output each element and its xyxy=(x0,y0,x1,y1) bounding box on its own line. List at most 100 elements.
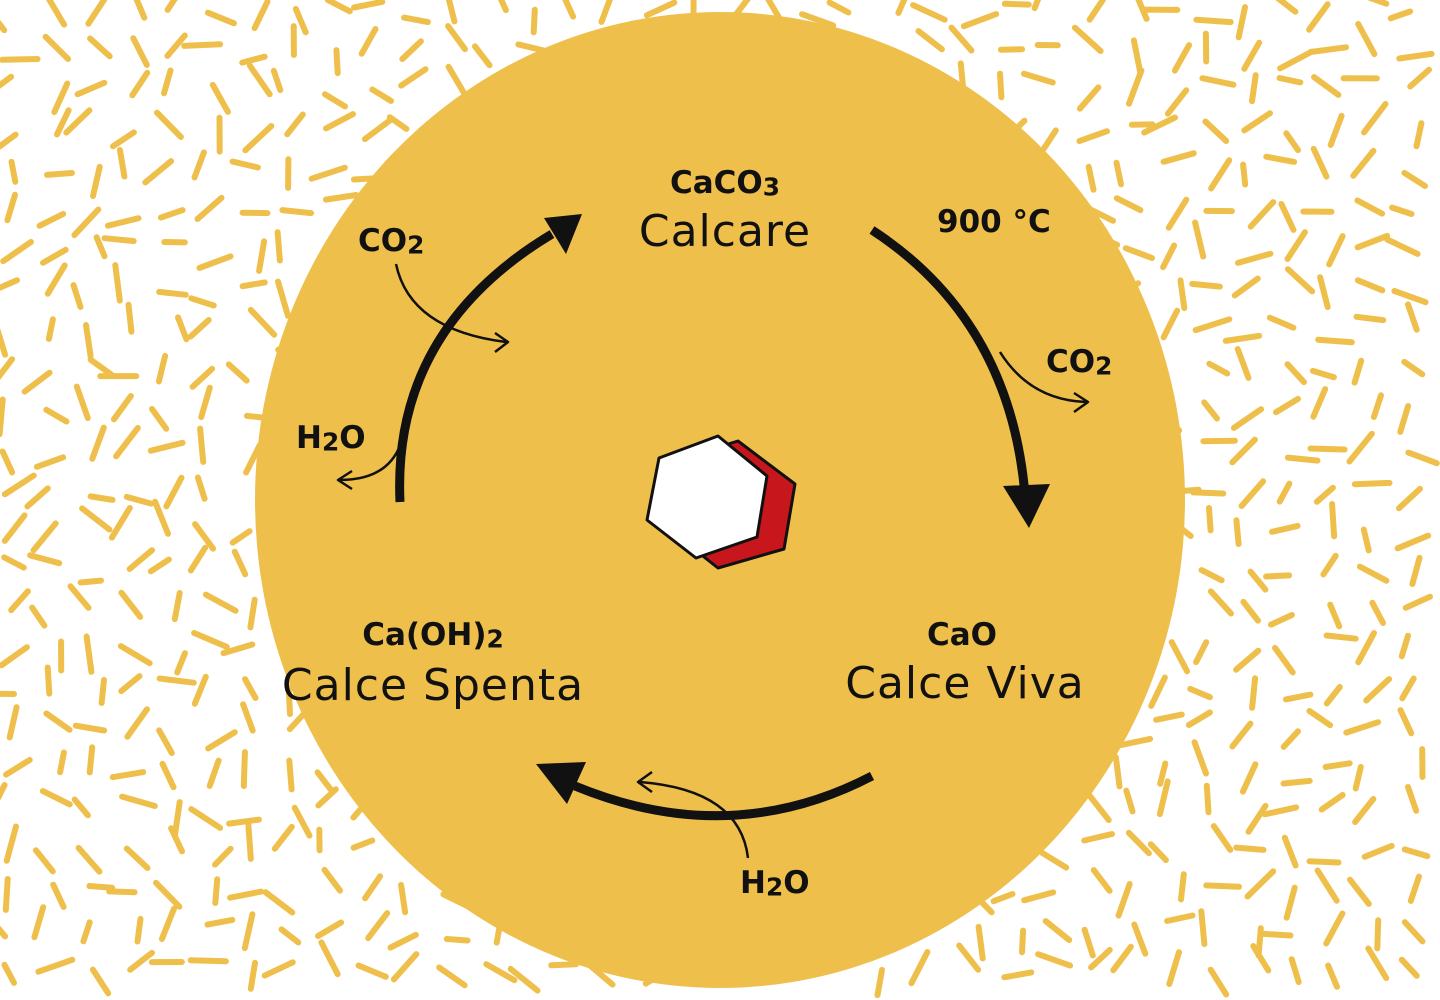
pattern-dash xyxy=(333,47,341,77)
pattern-dash xyxy=(997,70,1005,101)
pattern-dash xyxy=(1168,639,1191,675)
pattern-dash xyxy=(1278,201,1297,233)
pattern-dash xyxy=(174,650,188,676)
pattern-dash xyxy=(3,823,19,864)
pattern-dash xyxy=(87,356,115,378)
pattern-dash xyxy=(83,322,94,360)
pattern-dash xyxy=(1276,480,1293,505)
calcare-formula: CaCO3 xyxy=(669,165,781,202)
pattern-dash xyxy=(1185,709,1213,728)
pattern-dash xyxy=(124,706,150,740)
pattern-dash xyxy=(1245,802,1269,835)
pattern-dash xyxy=(358,26,379,57)
pattern-dash xyxy=(158,905,177,942)
pattern-dash xyxy=(83,633,95,675)
pattern-dash xyxy=(1,512,28,544)
slaking-arrow xyxy=(536,762,875,821)
pattern-dash xyxy=(799,11,837,29)
pattern-dash xyxy=(1233,647,1262,673)
pattern-dash xyxy=(362,873,384,902)
pattern-dash xyxy=(443,936,471,944)
pattern-dash xyxy=(156,675,197,686)
calcare-name: Calcare xyxy=(638,206,812,257)
pattern-dash xyxy=(1198,908,1208,948)
pattern-dash xyxy=(220,641,256,657)
pattern-dash xyxy=(1190,489,1227,497)
pattern-dash xyxy=(1318,792,1346,813)
pattern-dash xyxy=(1187,685,1213,701)
pattern-dash xyxy=(1326,233,1346,268)
pattern-dash xyxy=(149,406,170,432)
pattern-dash xyxy=(71,206,102,239)
pattern-dash xyxy=(1280,777,1313,787)
pattern-dash xyxy=(0,327,9,358)
pattern-dash xyxy=(322,192,360,203)
pattern-dash xyxy=(1351,357,1365,386)
pattern-dash xyxy=(1160,150,1197,165)
pattern-dash xyxy=(1355,21,1378,58)
pattern-dash xyxy=(32,847,56,875)
pattern-dash xyxy=(54,107,72,138)
pattern-dash xyxy=(247,959,258,992)
pattern-dash xyxy=(0,131,19,150)
pattern-dash xyxy=(1126,67,1145,107)
pattern-dash xyxy=(1263,572,1293,580)
pattern-dash xyxy=(1325,962,1340,990)
pattern-dash xyxy=(315,919,345,939)
pattern-dash xyxy=(112,262,123,304)
pattern-dash xyxy=(85,0,108,27)
pattern-dash xyxy=(1193,16,1234,26)
pattern-dash xyxy=(155,352,169,385)
pattern-dash xyxy=(1171,42,1193,74)
pattern-dash xyxy=(4,191,18,224)
pattern-dash xyxy=(1241,110,1273,134)
pattern-dash xyxy=(1352,763,1364,792)
pattern-dash xyxy=(1113,159,1124,188)
pattern-dash xyxy=(1360,526,1372,554)
pattern-dash xyxy=(90,163,103,199)
pattern-dash xyxy=(1413,120,1425,150)
pattern-dash xyxy=(1401,169,1428,189)
pattern-dash xyxy=(227,888,265,901)
pattern-dash xyxy=(1407,66,1432,90)
pattern-dash xyxy=(1272,644,1296,676)
pattern-dash xyxy=(1370,392,1384,420)
pattern-dash xyxy=(826,0,852,16)
pattern-dash xyxy=(308,164,348,182)
pattern-dash xyxy=(1222,332,1263,344)
pattern-dash xyxy=(27,552,63,567)
pattern-dash xyxy=(192,521,217,552)
pattern-dash xyxy=(398,881,409,916)
pattern-dash xyxy=(1397,403,1412,435)
calce-spenta-name: Calce Spenta xyxy=(281,660,585,711)
pattern-dash xyxy=(1115,881,1133,919)
pattern-dash xyxy=(1401,919,1426,945)
pattern-dash xyxy=(118,673,143,695)
pattern-dash xyxy=(1,961,17,986)
pattern-dash xyxy=(350,837,376,851)
pattern-dash xyxy=(44,170,75,178)
pattern-dash xyxy=(1203,782,1212,816)
pattern-dash xyxy=(1240,161,1249,188)
pattern-dash xyxy=(1081,926,1096,959)
pattern-dash xyxy=(204,916,236,928)
pattern-dash xyxy=(1247,568,1269,593)
pattern-dash xyxy=(1281,834,1299,869)
pattern-dash xyxy=(241,911,256,952)
pattern-dash xyxy=(33,454,67,470)
pattern-dash xyxy=(157,207,186,221)
pattern-dash xyxy=(123,493,155,507)
pattern-dash xyxy=(361,116,395,143)
pattern-dash xyxy=(0,73,15,89)
pattern-dash xyxy=(247,596,258,631)
pattern-dash xyxy=(1110,943,1134,974)
pattern-dash xyxy=(1141,114,1179,136)
h2o-addition-branch-arrow xyxy=(636,770,750,859)
pattern-dash xyxy=(242,123,275,154)
pattern-dash xyxy=(57,749,67,776)
pattern-dash xyxy=(1320,552,1339,578)
pattern-dash xyxy=(35,956,76,975)
calce-viva-name: Calce Viva xyxy=(845,658,1085,709)
pattern-dash xyxy=(51,80,71,116)
pattern-dash xyxy=(1235,250,1274,266)
